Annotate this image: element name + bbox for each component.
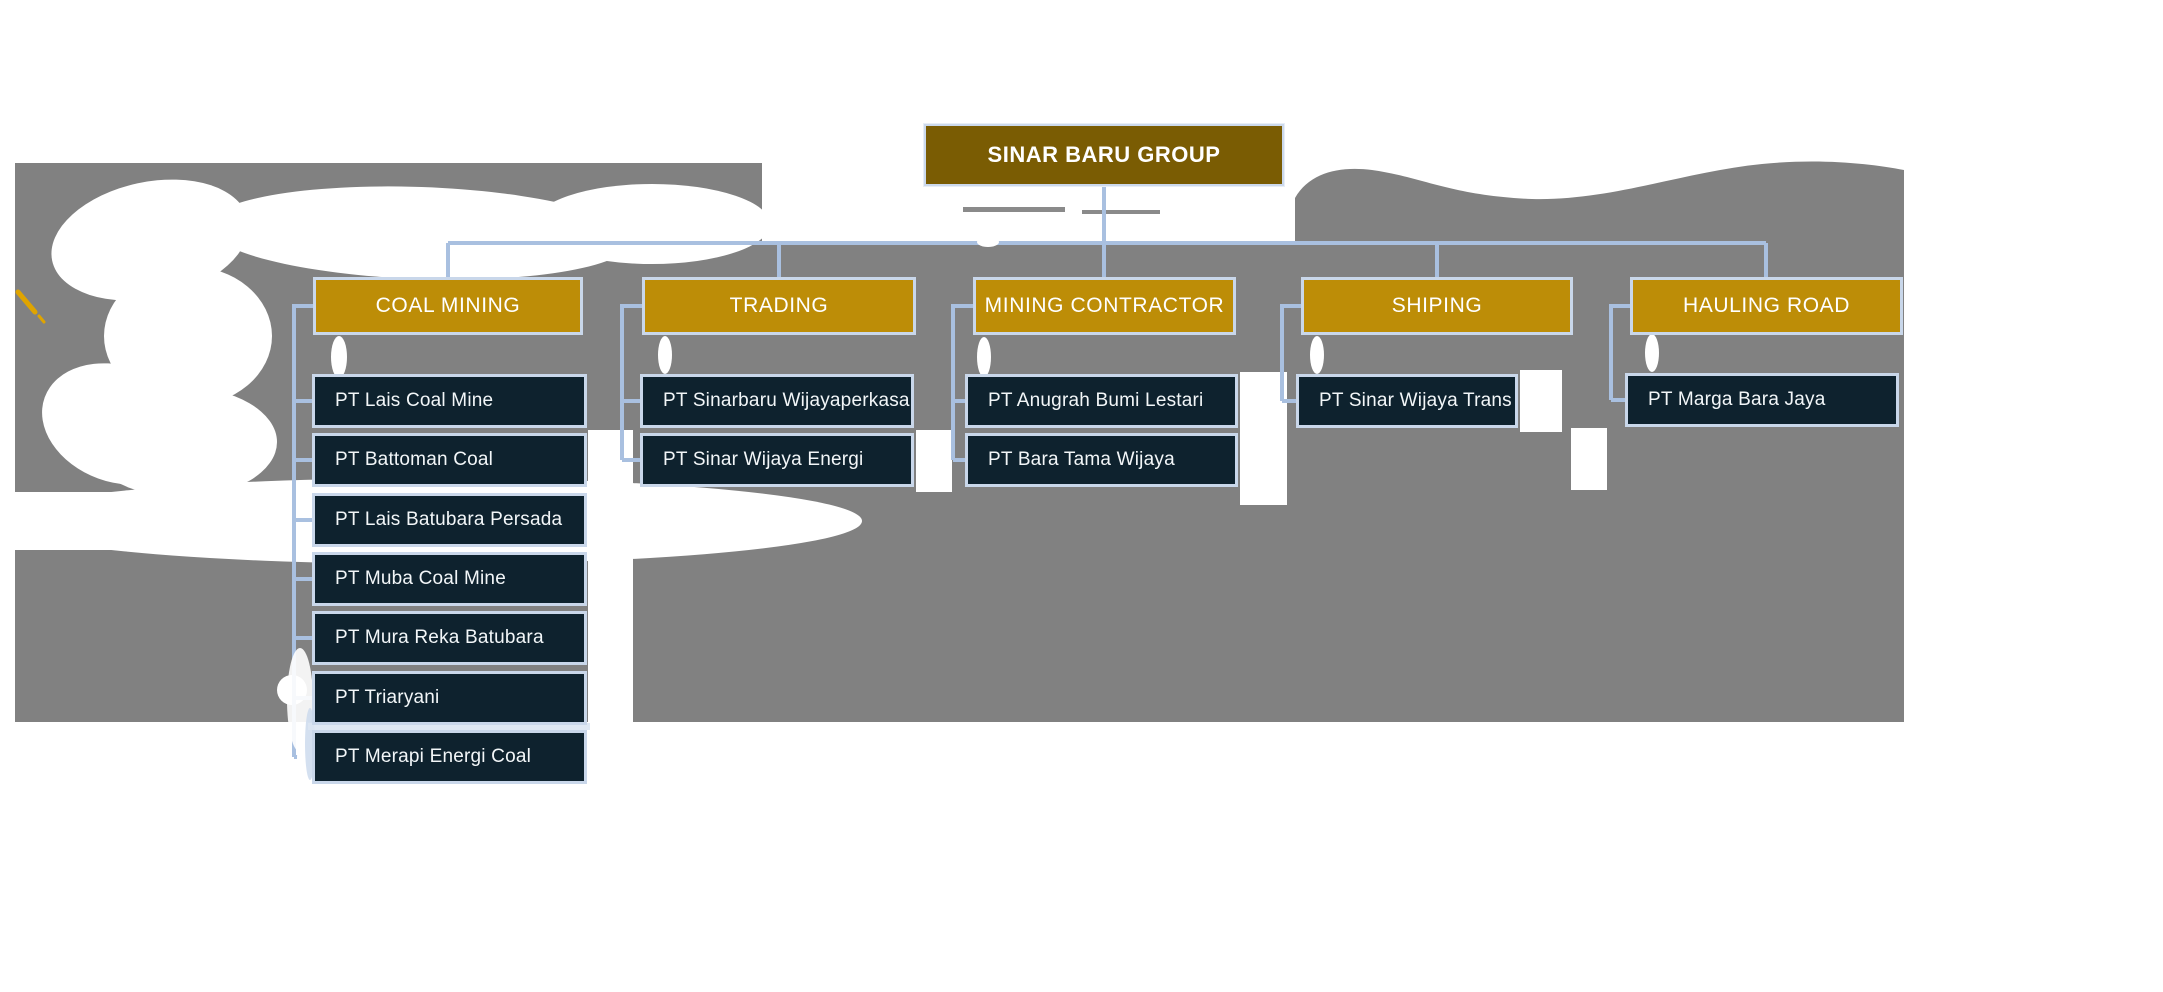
company-box: PT Sinar Wijaya Energi xyxy=(640,433,914,487)
division-header-shiping: SHIPING xyxy=(1301,277,1573,335)
gray-line-fragment xyxy=(963,207,1065,212)
company-label: PT Sinar Wijaya Trans xyxy=(1319,390,1512,411)
company-label: PT Battoman Coal xyxy=(335,449,494,470)
company-box: PT Marga Bara Jaya xyxy=(1625,373,1899,427)
company-box: PT Triaryani xyxy=(312,671,587,725)
division-label: HAULING ROAD xyxy=(1682,294,1851,317)
company-label: PT Triaryani xyxy=(335,687,440,708)
company-label: PT Muba Coal Mine xyxy=(335,568,506,589)
company-box: PT Lais Coal Mine xyxy=(312,374,587,428)
root-node-label: SINAR BARU GROUP xyxy=(987,142,1221,167)
company-label: PT Lais Batubara Persada xyxy=(335,509,563,530)
company-box: PT Muba Coal Mine xyxy=(312,552,587,606)
division-header-trading: TRADING xyxy=(642,277,916,335)
division-label: TRADING xyxy=(729,294,829,317)
company-box: PT Merapi Energi Coal xyxy=(312,730,587,784)
company-box: PT Bara Tama Wijaya xyxy=(965,433,1238,487)
company-label: PT Sinar Wijaya Energi xyxy=(663,449,864,470)
connector-lines xyxy=(292,186,1768,759)
division-header-coal-mining: COAL MINING xyxy=(313,277,583,335)
company-box: PT Mura Reka Batubara xyxy=(312,611,587,665)
blue-smear xyxy=(308,723,590,730)
company-label: PT Bara Tama Wijaya xyxy=(988,449,1175,470)
gray-line-fragment xyxy=(1082,210,1160,214)
company-box: PT Sinarbaru Wijayaperkasa xyxy=(640,374,914,428)
company-label: PT Lais Coal Mine xyxy=(335,390,494,411)
division-header-mining-contractor: MINING CONTRACTOR xyxy=(973,277,1236,335)
division-header-hauling-road: HAULING ROAD xyxy=(1630,277,1903,335)
company-box: PT Battoman Coal xyxy=(312,433,587,487)
company-label: PT Merapi Energi Coal xyxy=(335,746,532,767)
company-label: PT Anugrah Bumi Lestari xyxy=(988,390,1204,411)
division-label: COAL MINING xyxy=(375,294,521,317)
company-box: PT Sinar Wijaya Trans xyxy=(1296,374,1518,428)
division-label: MINING CONTRACTOR xyxy=(984,294,1225,317)
company-box: PT Lais Batubara Persada xyxy=(312,493,587,547)
company-box: PT Anugrah Bumi Lestari xyxy=(965,374,1238,428)
company-label: PT Marga Bara Jaya xyxy=(1648,389,1826,410)
yellow-mark xyxy=(15,289,46,324)
division-label: SHIPING xyxy=(1391,294,1483,317)
company-label: PT Mura Reka Batubara xyxy=(335,627,544,648)
root-node-sinar-baru-group: SINAR BARU GROUP xyxy=(924,124,1284,186)
company-label: PT Sinarbaru Wijayaperkasa xyxy=(663,390,910,411)
